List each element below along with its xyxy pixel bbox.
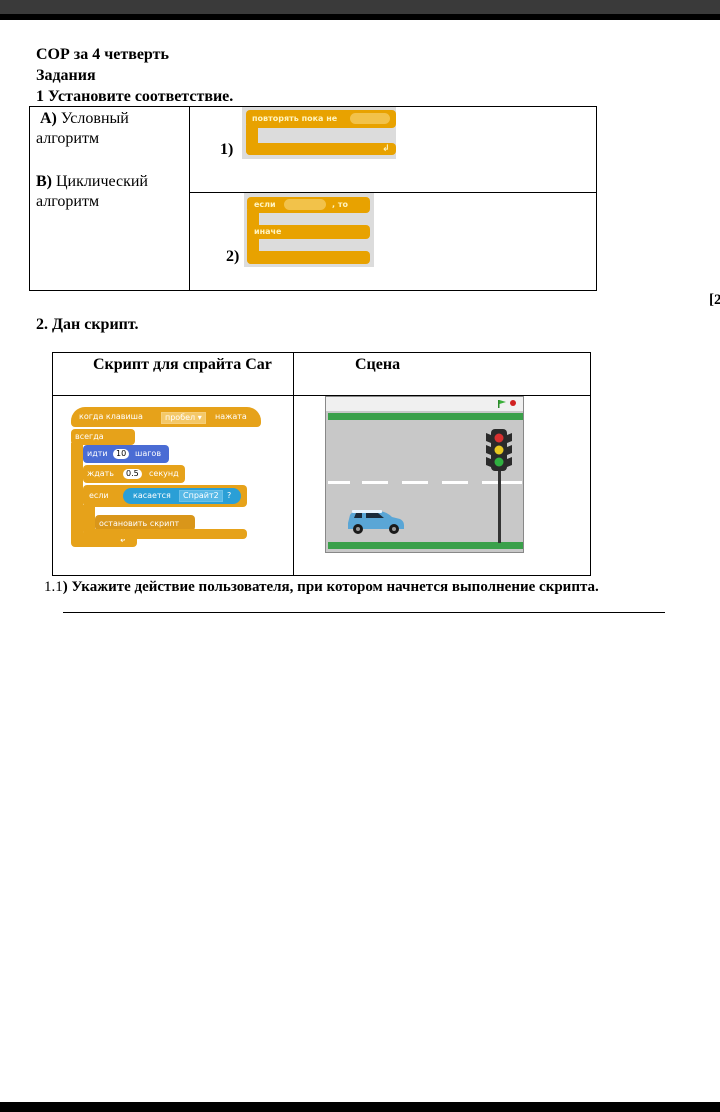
item-number-2: 2) bbox=[226, 248, 240, 265]
green-flag-icon bbox=[498, 400, 506, 408]
touching-block: касается Спрайт2 ? bbox=[123, 488, 241, 504]
stage-column-header: Сцена bbox=[355, 356, 401, 373]
car-icon bbox=[348, 510, 404, 534]
bottom-bar bbox=[0, 1102, 720, 1112]
hat-block: когда клавиша пробел ▾ нажата bbox=[71, 407, 261, 427]
item-number-1: 1) bbox=[220, 141, 234, 158]
stop-icon bbox=[510, 400, 516, 406]
answer-line[interactable] bbox=[63, 612, 665, 613]
option-b: В) Циклический алгоритм bbox=[36, 173, 148, 210]
wait-block: ждать 0.5 секунд bbox=[83, 465, 185, 483]
scratch-script: когда клавиша пробел ▾ нажата всегда ↲ и… bbox=[71, 399, 263, 555]
forever-block: всегда bbox=[71, 429, 135, 445]
traffic-light-icon bbox=[486, 429, 512, 543]
script-table: Скрипт для спрайта Car Сцена когда клави… bbox=[52, 352, 591, 576]
question-2: 2. Дан скрипт. bbox=[36, 316, 139, 333]
tasks-heading: Задания bbox=[36, 67, 96, 84]
script-column-header: Скрипт для спрайта Car bbox=[93, 356, 272, 373]
stage-view bbox=[325, 396, 524, 553]
option-a: А) Условный алгоритм bbox=[36, 110, 129, 147]
margin-mark: [2 bbox=[709, 292, 720, 308]
top-bar bbox=[0, 0, 720, 20]
stop-script-block: остановить скрипт bbox=[95, 515, 195, 531]
stage-scene bbox=[326, 397, 523, 552]
matching-table: А) Условный алгоритм В) Циклический алго… bbox=[29, 106, 597, 291]
if-else-block: если , то иначе bbox=[244, 193, 374, 267]
repeat-until-block: повторять пока не ↲ bbox=[242, 107, 396, 159]
if-block: если касается Спрайт2 ? bbox=[83, 485, 247, 507]
move-block: идти 10 шагов bbox=[83, 445, 169, 463]
loop-arrow-icon: ↲ bbox=[119, 535, 127, 545]
question-1-1: 1.1) Укажите действие пользователя, при … bbox=[44, 579, 599, 595]
doc-title: СОР за 4 четверть bbox=[36, 46, 169, 63]
loop-arrow-icon: ↲ bbox=[382, 144, 390, 154]
question-1: 1 Установите соответствие. bbox=[36, 88, 234, 105]
